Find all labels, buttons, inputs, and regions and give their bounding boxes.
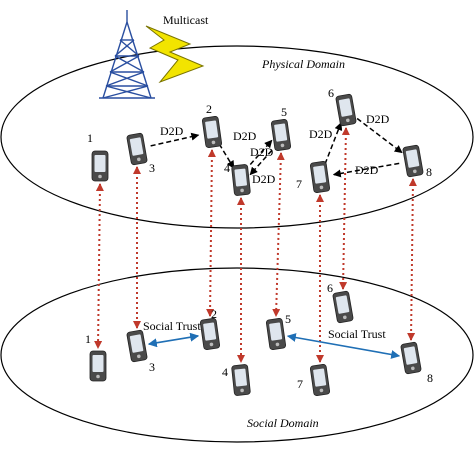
physical-domain-label: Physical Domain (261, 57, 345, 71)
social-node-6-phone-icon (332, 290, 354, 324)
phones-layer (89, 93, 424, 396)
social-node-5-label: 5 (285, 312, 291, 326)
social-node-2-phone-icon (199, 318, 221, 350)
physical-node-7-phone-icon (309, 161, 331, 193)
cross-domain-link-5 (272, 152, 285, 317)
d2d-label-3-2: D2D (160, 124, 184, 138)
multicast-label: Multicast (163, 13, 209, 27)
social-node-7-label: 7 (297, 377, 303, 391)
social-node-3-phone-icon (126, 329, 148, 363)
d2d-link-7-6 (324, 122, 343, 165)
social-node-6-label: 6 (327, 281, 333, 295)
cell-tower-icon (99, 10, 155, 99)
physical-node-1-phone-icon (91, 150, 109, 182)
physical-node-3-label: 3 (149, 161, 155, 175)
d2d-label-5-4: D2D (252, 172, 276, 186)
physical-node-4-label: 4 (224, 161, 230, 175)
social-node-4-phone-icon (231, 364, 251, 396)
d2d-label-6-8: D2D (366, 112, 390, 126)
d2d-link-3-2 (150, 132, 200, 147)
links-layer (94, 117, 417, 363)
physical-node-5-label: 5 (281, 105, 287, 119)
lightning-bolt-icon (145, 25, 205, 84)
d2d-link-4-5 (249, 139, 273, 166)
d2d-label-8-7: D2D (355, 163, 379, 177)
cross-domain-link-1 (94, 183, 104, 349)
d2d-link-6-8 (356, 117, 403, 154)
d2d-link-5-4 (249, 149, 273, 176)
social-node-2-label: 2 (211, 307, 217, 321)
cross-domain-link-8 (407, 178, 417, 341)
d2d-label-group: D2D D2D D2D D2D D2D D2D D2D (160, 112, 390, 186)
social-node-7-phone-icon (309, 364, 331, 396)
physical-node-8-phone-icon (402, 144, 424, 178)
social-trust-label-5-8: Social Trust (328, 327, 386, 341)
physical-node-8-label: 8 (426, 165, 432, 179)
social-trust-label-3-2: Social Trust (143, 319, 201, 333)
social-trust-link-5-8 (286, 333, 401, 359)
d2d-link-2-4 (218, 143, 235, 169)
physical-node-2-phone-icon (201, 116, 223, 148)
physical-node-7-label: 7 (296, 177, 302, 191)
cross-domain-link-2 (206, 149, 216, 317)
d2d-link-8-7 (332, 162, 400, 178)
physical-node-5-phone-icon (270, 119, 292, 151)
social-node-5-phone-icon (265, 318, 287, 350)
social-node-1-label: 1 (85, 332, 91, 346)
d2d-label-2-4: D2D (233, 129, 257, 143)
physical-node-6-phone-icon (335, 93, 357, 127)
cross-domain-link-6 (339, 127, 350, 290)
social-node-8-label: 8 (427, 371, 433, 385)
social-node-3-label: 3 (149, 360, 155, 374)
social-trust-link-3-2 (147, 332, 200, 348)
social-node-8-phone-icon (400, 341, 422, 375)
physical-node-2-label: 2 (206, 102, 212, 116)
d2d-label-4-5: D2D (250, 145, 274, 159)
physical-node-1-label: 1 (87, 131, 93, 145)
social-domain-label: Social Domain (247, 416, 319, 430)
physical-node-6-label: 6 (328, 86, 334, 100)
social-node-4-label: 4 (222, 365, 228, 379)
physical-node-3-phone-icon (126, 132, 148, 166)
d2d-label-7-6: D2D (309, 127, 333, 141)
node-labels-layer: 1 2 3 4 5 6 7 8 1 2 3 4 5 6 7 8 (85, 86, 433, 391)
social-node-1-phone-icon (89, 350, 107, 382)
physical-node-4-phone-icon (231, 164, 251, 196)
